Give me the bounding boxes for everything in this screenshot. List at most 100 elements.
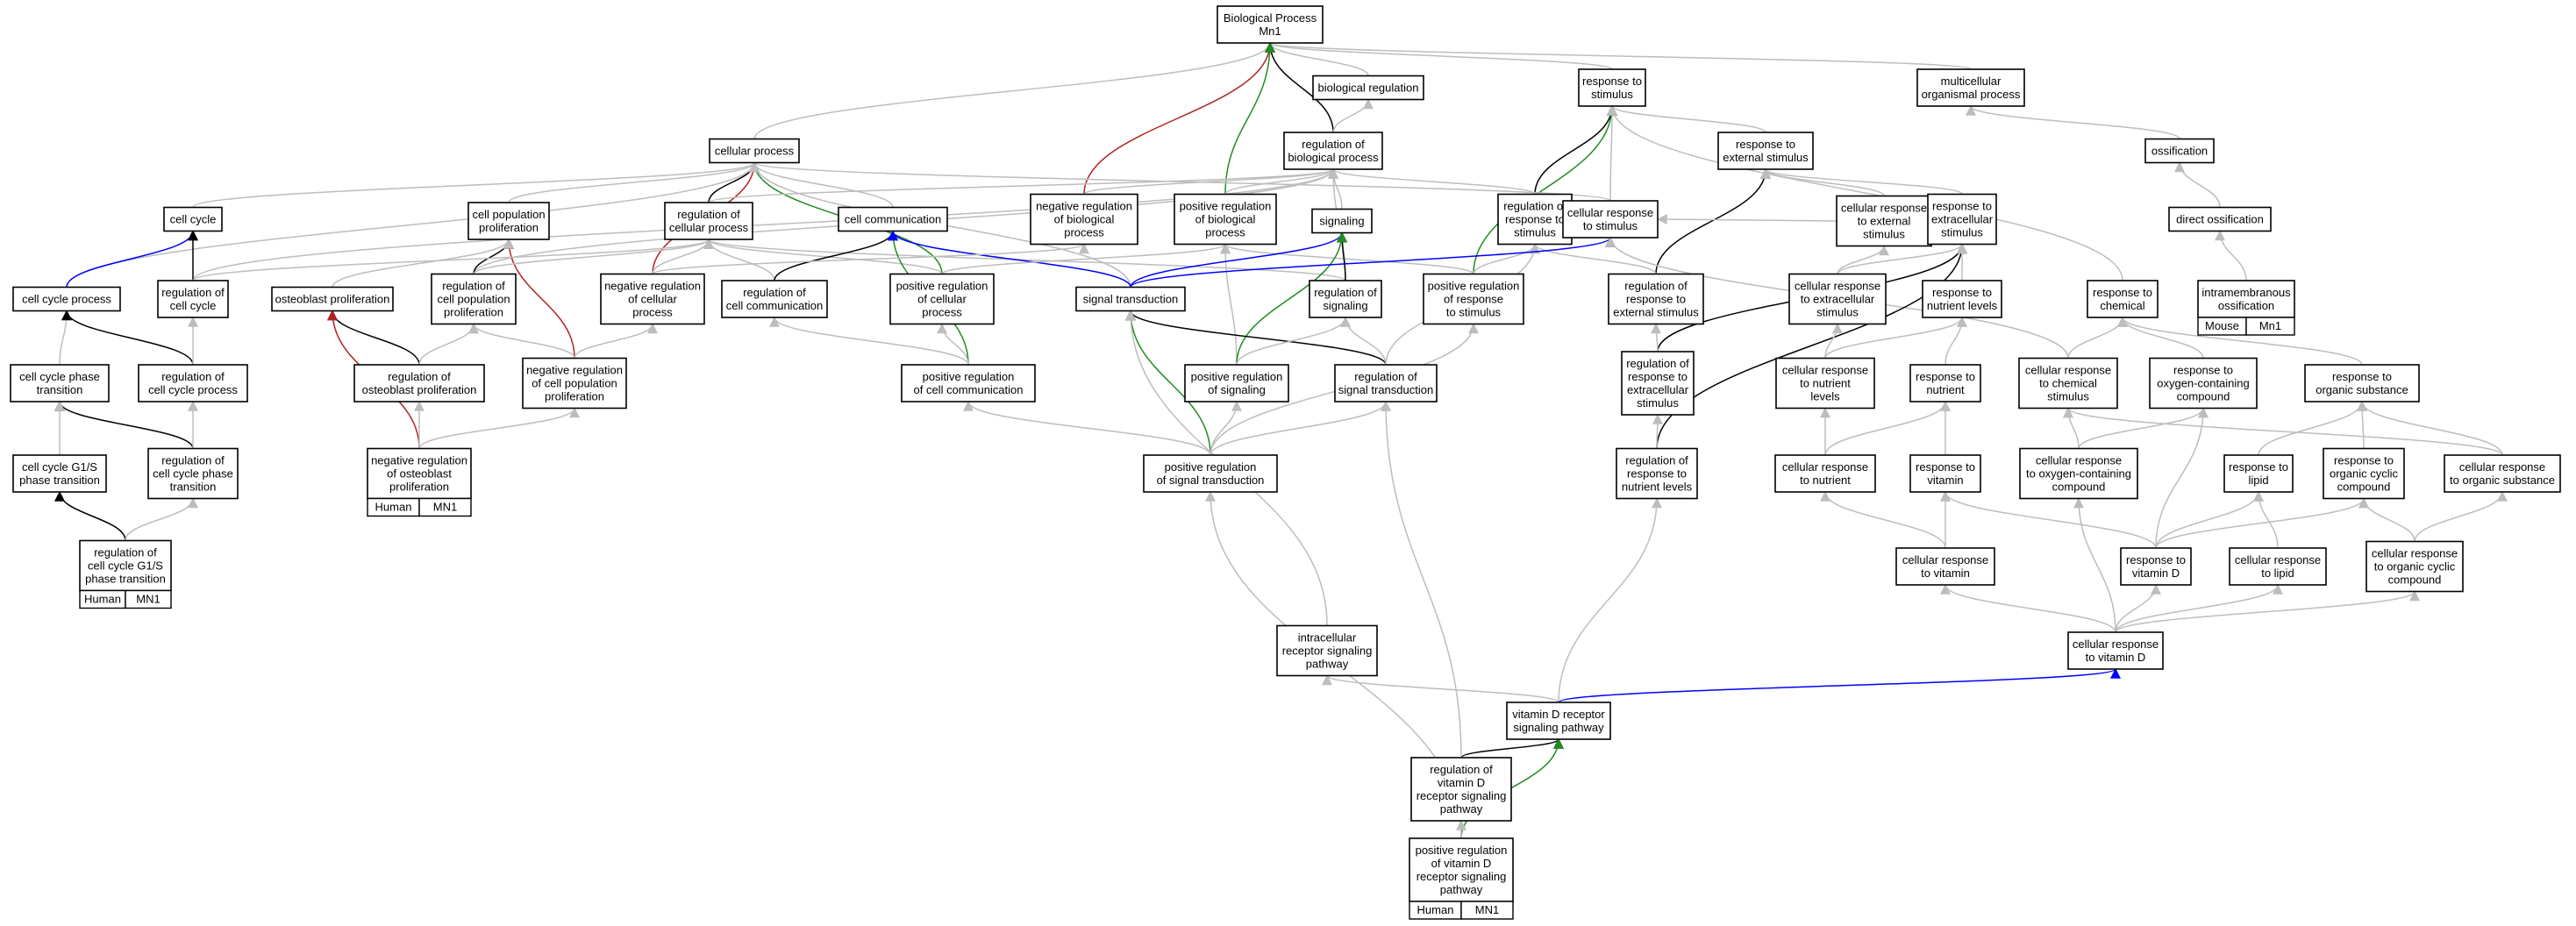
term-box [2018, 357, 2118, 410]
term-label: proliferation [545, 390, 604, 403]
term-label: response to [1736, 138, 1795, 151]
edge-possig-to-posbp [1220, 243, 1238, 366]
edge-crexc-to-crext [1837, 245, 1889, 274]
term-label: regulation of [1302, 138, 1365, 151]
edge-regbp-to-bp [1265, 41, 1334, 133]
term-label: oxygen-containing [2157, 377, 2250, 390]
edge-regrexc-to-regrext [1651, 323, 1662, 353]
edge-crvd-to-croxy [2073, 497, 2116, 633]
edge-regccg1s-to-regccpt [125, 497, 198, 541]
go-term-cp[interactable]: cellular process [709, 138, 800, 164]
edge-crvit-to-crnut [1820, 490, 1946, 549]
edge-intra-to-dirOss [2215, 230, 2247, 281]
edge-possig-to-sig [1236, 232, 1347, 366]
go-term-ccom[interactable]: cell communication [838, 206, 948, 232]
term-label: regulation of [743, 286, 806, 299]
term-box [1927, 193, 1997, 246]
edge-regcc-to-regbp [192, 167, 1338, 281]
edge-vdr-to-irsp [1322, 674, 1559, 703]
go-term-bioreg[interactable]: biological regulation [1312, 75, 1424, 101]
term-label: cellular response [1782, 460, 1868, 474]
term-label: vitamin D [1438, 776, 1485, 789]
term-label: to stimulus [1446, 306, 1502, 319]
edge-regostp-to-ostp [327, 310, 420, 366]
go-term-ostp[interactable]: osteoblast proliferation [271, 286, 394, 312]
go-term-cc[interactable]: cell cycle [163, 206, 223, 232]
term-label: of osteoblast [387, 467, 452, 481]
edge-st-to-crs [1130, 236, 1616, 288]
edge-rnut-to-rnl [1944, 316, 1967, 366]
go-term-dirOss[interactable]: direct ossification [2168, 206, 2272, 232]
term-label: response to [1916, 460, 1975, 474]
go-term-sig[interactable]: signaling [1311, 208, 1373, 234]
term-label: osteoblast proliferation [362, 383, 477, 396]
edge-regcp-to-regbp [708, 167, 1338, 203]
edge-rvd-to-rvit [1940, 490, 2157, 549]
term-box [138, 364, 248, 402]
term-box [901, 364, 1036, 402]
go-term-ccp[interactable]: cell cycle process [12, 286, 121, 312]
go-term-st[interactable]: signal transduction [1075, 286, 1186, 312]
go-term-oss[interactable]: ossification [2144, 138, 2215, 164]
